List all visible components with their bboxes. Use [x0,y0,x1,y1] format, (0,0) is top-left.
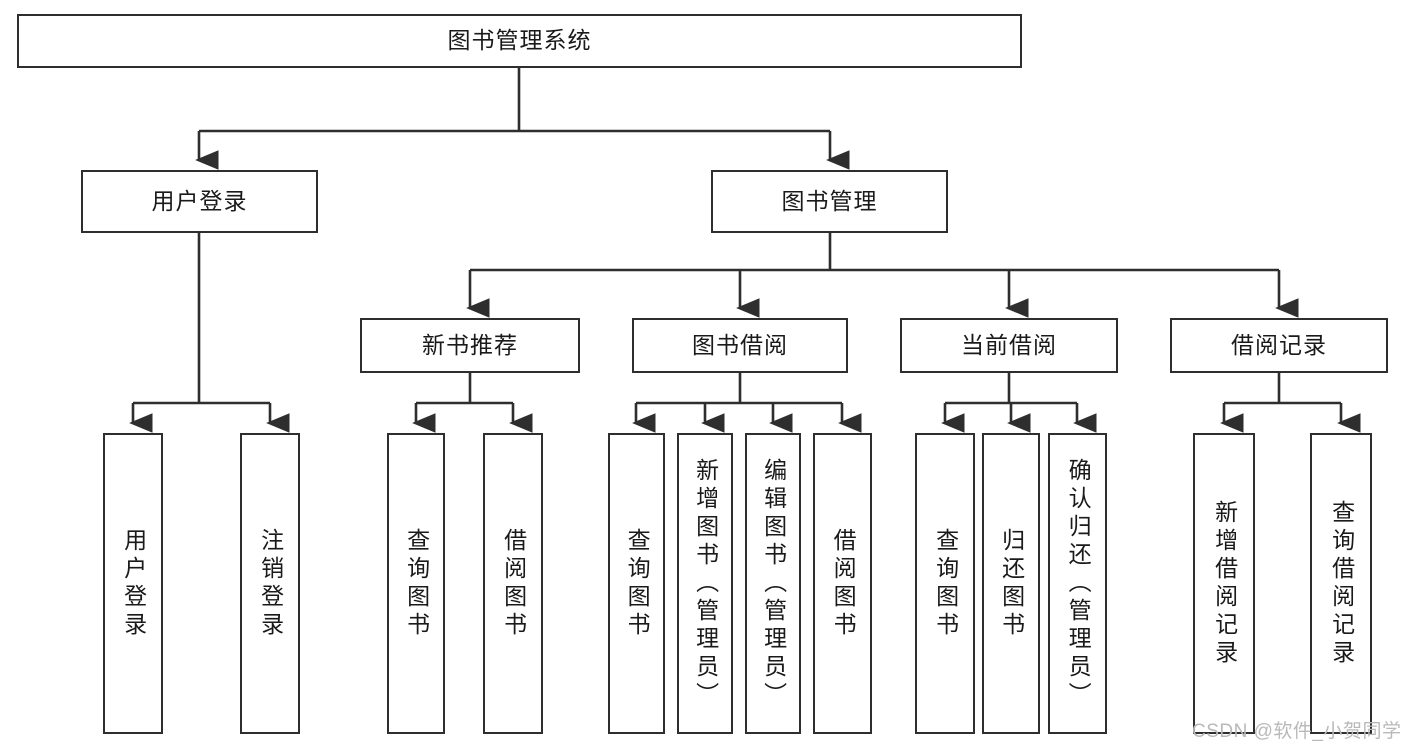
node-label: 借阅记录 [1231,331,1327,358]
node-new-book-recommendation[interactable]: 新书推荐 [360,318,580,373]
node-label: 新增图书（管理员） [692,457,719,710]
node-label: 图书借阅 [692,331,788,358]
node-label: 用户登录 [151,187,248,214]
leaf-confirm-return-admin[interactable]: 确认归还（管理员） [1048,433,1107,734]
node-label: 新增借阅记录 [1211,499,1238,668]
node-label: 借阅图书 [830,527,857,640]
leaf-borrow-book-new[interactable]: 借阅图书 [483,433,543,734]
node-label: 查询图书 [624,527,651,640]
leaf-add-borrow-record[interactable]: 新增借阅记录 [1193,433,1255,734]
leaf-query-book-new[interactable]: 查询图书 [387,433,445,734]
leaf-borrow-book-borrowing[interactable]: 借阅图书 [813,433,872,734]
node-current-borrowing[interactable]: 当前借阅 [900,318,1118,373]
leaf-query-borrow-record[interactable]: 查询借阅记录 [1310,433,1372,734]
leaf-add-book-admin[interactable]: 新增图书（管理员） [677,433,733,734]
leaf-query-book-borrowing[interactable]: 查询图书 [608,433,665,734]
node-label: 注销登录 [257,527,284,640]
node-root-library-system[interactable]: 图书管理系统 [17,14,1022,68]
node-label: 查询图书 [932,527,959,640]
leaf-logout[interactable]: 注销登录 [240,433,300,734]
node-label: 当前借阅 [961,331,1057,358]
leaf-return-book[interactable]: 归还图书 [982,433,1040,734]
node-label: 编辑图书（管理员） [760,457,787,710]
node-label: 图书管理 [781,187,878,214]
node-label: 借阅图书 [500,527,527,640]
leaf-edit-book-admin[interactable]: 编辑图书（管理员） [745,433,801,734]
leaf-query-book-current[interactable]: 查询图书 [915,433,975,734]
node-book-borrowing[interactable]: 图书借阅 [632,318,848,373]
node-label: 新书推荐 [422,331,518,358]
node-label: 确认归还（管理员） [1065,457,1092,710]
node-label: 查询图书 [403,527,430,640]
node-label: 图书管理系统 [447,27,592,54]
node-label: 查询借阅记录 [1328,499,1355,668]
node-book-management[interactable]: 图书管理 [711,170,948,233]
node-label: 归还图书 [998,527,1025,640]
node-user-login[interactable]: 用户登录 [81,170,318,233]
leaf-user-login[interactable]: 用户登录 [103,433,163,734]
node-borrow-records[interactable]: 借阅记录 [1170,318,1388,373]
csdn-watermark: CSDN @软件_小贺同学 [1192,721,1402,742]
node-label: 用户登录 [120,527,147,640]
